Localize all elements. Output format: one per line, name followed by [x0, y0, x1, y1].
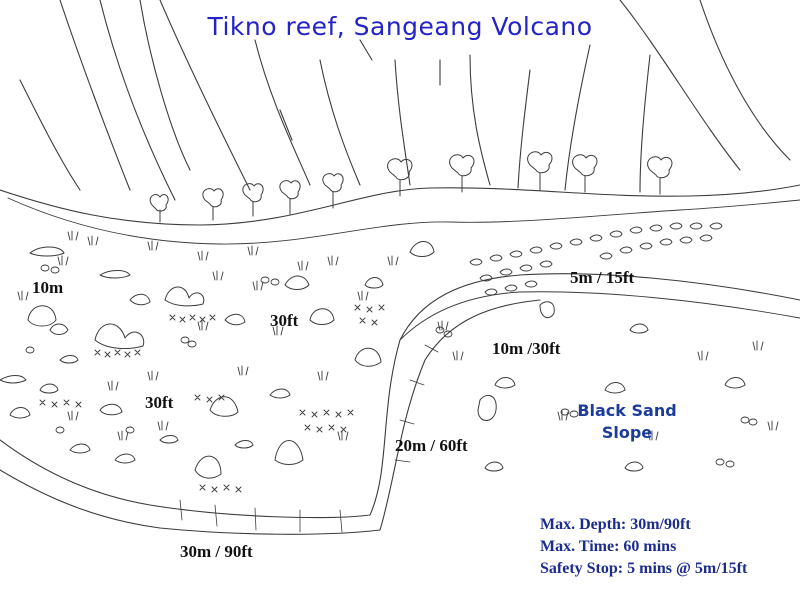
depth-label-30ft-lower: 30ft [145, 393, 174, 412]
tree-icons [149, 151, 673, 223]
max-time: Max. Time: 60 mins [540, 538, 677, 555]
cross-mark-icons [39, 304, 385, 493]
depth-label-20m-60ft: 20m / 60ft [395, 436, 468, 455]
volcano-slope [0, 0, 800, 245]
zone-label-line-2: Slope [601, 423, 653, 442]
black-sand-slope-label: Black Sand Slope [572, 400, 682, 444]
dive-info: Max. Depth: 30m/90ft Max. Time: 60 mins … [540, 514, 747, 580]
pebble-icons [25, 264, 758, 468]
depth-label-10m-30ft: 10m /30ft [492, 339, 561, 358]
pebble-band [469, 222, 723, 296]
zone-label-line-1: Black Sand [577, 401, 677, 420]
safety-stop: Safety Stop: 5 mins @ 5m/15ft [540, 560, 748, 577]
depth-label-5m-15ft: 5m / 15ft [570, 268, 635, 287]
depth-label-10m: 10m [32, 278, 64, 297]
max-depth: Max. Depth: 30m/90ft [540, 516, 691, 533]
grass-icons [17, 230, 779, 441]
map-title: Tikno reef, Sangeang Volcano [207, 12, 593, 41]
boulder-icons [0, 241, 746, 479]
depth-label-30m-90ft: 30m / 90ft [180, 542, 253, 561]
depth-label-30ft-upper: 30ft [270, 311, 299, 330]
reef-boundaries [0, 273, 800, 535]
